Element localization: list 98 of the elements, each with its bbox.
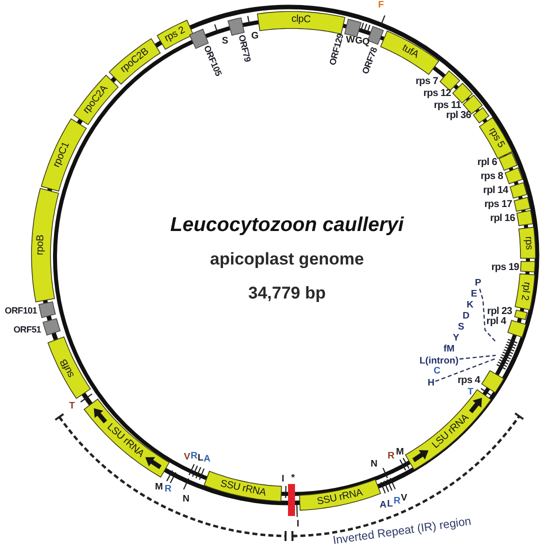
trna-label: *	[291, 473, 295, 483]
trna-label: L	[198, 452, 204, 462]
gene-label: rps 19	[491, 262, 519, 272]
gene-label: ORF51	[13, 325, 41, 334]
trna-label: H	[428, 378, 434, 388]
gene-block	[509, 182, 528, 199]
gene-block	[31, 187, 60, 303]
gene-label: rps 5	[486, 126, 506, 150]
gene-label: rpl 2	[519, 282, 532, 302]
trna-label: G	[251, 31, 259, 41]
gene-label: SSU rRNA	[316, 488, 364, 508]
trna-label: R	[388, 451, 394, 461]
trna-label: R	[164, 484, 172, 494]
gene-label: rpl 14	[483, 186, 508, 196]
orf-block	[42, 318, 61, 336]
gene-block	[516, 210, 534, 227]
trna-label: P	[474, 278, 482, 288]
gene-label: rps 7	[416, 76, 438, 87]
region-label: Inverted Repeat (IR) region	[332, 516, 472, 548]
gene-block	[40, 118, 87, 192]
gene-label: ORF129	[328, 33, 346, 67]
gene-label: rps 8	[480, 172, 503, 182]
trna-label: T	[69, 401, 75, 411]
gene-label: sufB	[59, 356, 77, 378]
gene-block	[478, 117, 513, 159]
gene-label: rpl 23	[487, 306, 512, 317]
gene-label: ORF79	[236, 34, 252, 63]
gene-block	[203, 470, 283, 502]
trna-label: M	[155, 482, 163, 492]
gene-block	[513, 196, 531, 212]
trna-label: I	[296, 519, 300, 529]
gene-block	[498, 152, 518, 171]
gene-block	[518, 226, 536, 259]
gene-label: clpC	[291, 14, 311, 26]
trna-label: R	[394, 496, 400, 506]
leader-line	[479, 288, 496, 342]
gene-block	[481, 370, 505, 394]
trna-label: V	[184, 452, 190, 462]
gene-label: ORF101	[4, 306, 37, 316]
trna-label: N	[370, 459, 378, 469]
leader-line	[435, 358, 496, 382]
gene-block	[256, 11, 346, 35]
gene-label: rps	[522, 236, 533, 250]
genome-title: Leucocytozoon caulleryi	[170, 215, 404, 235]
trna-label: S	[458, 322, 464, 332]
trna-label: L(intron)	[419, 356, 459, 366]
trna-label: Q	[362, 36, 370, 46]
trna-label: N	[182, 494, 190, 504]
trna-label: K	[466, 300, 474, 310]
trna-label: V	[400, 493, 408, 503]
gene-label: rps 11	[434, 100, 461, 111]
gene-block	[520, 260, 536, 273]
trna-label: fM	[443, 344, 455, 354]
trna-label: G	[355, 36, 362, 46]
trna-label: T	[468, 387, 474, 397]
gene-block	[156, 19, 194, 50]
trna-label: W	[346, 35, 355, 45]
gene-label: rpl 36	[446, 111, 471, 122]
trna-label: M	[396, 447, 404, 457]
gene-label: rpoB	[36, 234, 47, 256]
trna-label: D	[462, 311, 470, 321]
orf-block	[344, 18, 362, 38]
trna-label: R	[190, 451, 198, 461]
trna-label: C	[434, 366, 440, 376]
gene-label: rpl 6	[477, 158, 497, 168]
trna-label: E	[470, 289, 478, 299]
genome-subtitle: apicoplast genome	[210, 250, 364, 268]
gene-block	[298, 479, 382, 511]
gene-label: rps 4	[458, 376, 480, 386]
tick-ladder	[496, 338, 518, 370]
trna-label: F	[378, 0, 384, 10]
gene-block	[405, 389, 492, 471]
gene-label: tufA	[400, 43, 420, 60]
gene-label: rps 12	[423, 89, 451, 100]
gene-label: rpoC1	[52, 141, 72, 170]
trna-label: L	[387, 499, 393, 509]
gene-label: ORF78	[360, 46, 380, 76]
gene-block	[73, 74, 119, 126]
gene-block	[83, 398, 170, 478]
leader-line	[459, 354, 496, 360]
trna-label: I	[282, 474, 284, 484]
trna-label: Y	[452, 333, 460, 343]
gene-block	[47, 336, 91, 399]
gene-block	[504, 167, 523, 185]
gene-block	[380, 30, 440, 76]
gene-block	[472, 107, 490, 124]
trna-label: S	[222, 36, 228, 46]
genome-size: 34,779 bp	[248, 284, 326, 302]
gene-label: rpl 16	[490, 214, 515, 224]
orf-block	[227, 17, 245, 36]
gene-block	[108, 38, 161, 85]
trna-label: A	[380, 500, 386, 510]
gene-label: rps 2	[164, 25, 188, 44]
gene-label: SSU rRNA	[220, 479, 267, 499]
gene-label: rps 17	[484, 200, 512, 210]
orf-block	[38, 301, 56, 319]
trna-label: A	[204, 454, 210, 464]
gene-label: rpl 4	[486, 316, 506, 327]
